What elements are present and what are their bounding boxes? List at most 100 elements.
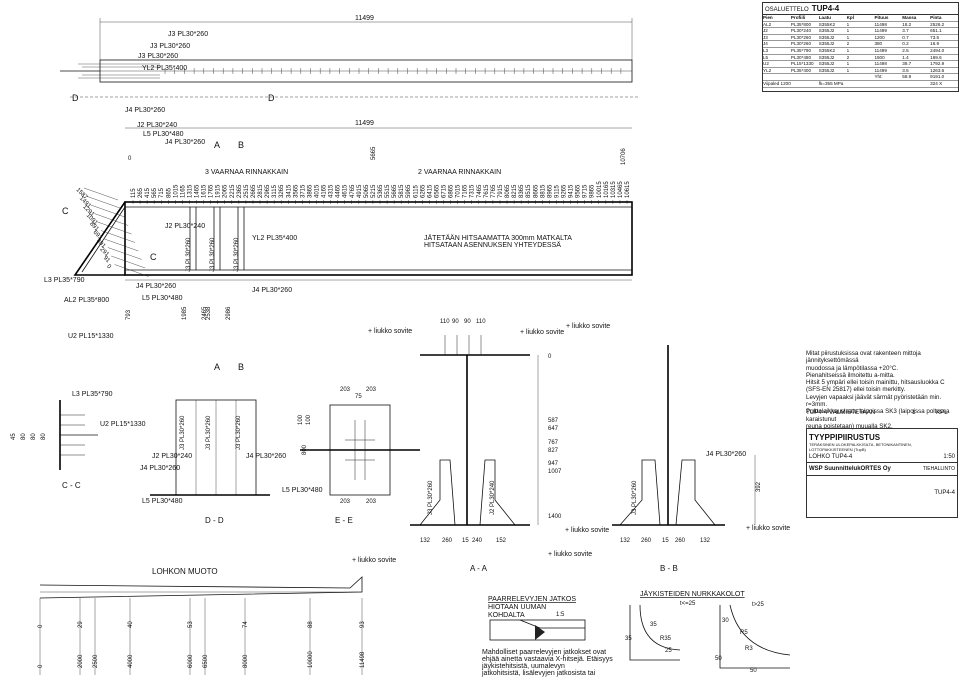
ee-100-b: 100 bbox=[306, 414, 312, 425]
table-cell bbox=[791, 74, 819, 80]
position-label: 7165 bbox=[463, 184, 469, 198]
label-j4-dd: J4 PL30*260 bbox=[140, 465, 180, 472]
section-a-a: 110 90 90 110 J3 PL30*260 J2 PL30*240 58… bbox=[352, 319, 592, 573]
parts-table-label: OSALUETTELO bbox=[765, 7, 809, 13]
position-label: 415 bbox=[145, 187, 151, 198]
overall-length-main: 11499 bbox=[355, 120, 374, 127]
position-label: 4315 bbox=[329, 184, 335, 198]
position-label: 6715 bbox=[442, 184, 448, 198]
ee-203-d: 203 bbox=[366, 499, 377, 505]
lohko-tick-label: 6500 bbox=[203, 654, 209, 668]
position-label: 2515 bbox=[244, 184, 250, 198]
label-j2-a: J2 PL30*240 bbox=[137, 122, 177, 129]
table-cell: PL30*240 bbox=[790, 28, 812, 34]
position-label: 4765 bbox=[350, 184, 356, 198]
table-cell: 9191.0 bbox=[930, 74, 945, 80]
label-l5-a: L5 PL30*480 bbox=[143, 131, 184, 138]
table-cell: 18.2 bbox=[902, 21, 912, 27]
note-main-2: HITSATAAN ASENNUKSEN YHTEYDESSÄ bbox=[424, 241, 561, 249]
d2-r3: R3 bbox=[745, 646, 753, 652]
label-j4-b: J4 PL30*260 bbox=[165, 139, 205, 146]
table-cell: YL2 bbox=[763, 67, 772, 73]
d2-50a: 50 bbox=[715, 656, 722, 662]
aa-b-152: 152 bbox=[496, 538, 507, 544]
note-line: (SFS-EN 25817) ellei toisin merkitty. bbox=[806, 386, 906, 394]
quantity-label: TUP4-4 VALMISTETAAN bbox=[806, 409, 876, 416]
table-cell: S355J2 bbox=[818, 34, 835, 40]
d2-r5: R5 bbox=[740, 630, 748, 636]
lohko-tick-label: 2000 bbox=[78, 654, 84, 668]
table-cell: 2526.2 bbox=[930, 21, 945, 27]
aa-r-1400: 1400 bbox=[548, 514, 562, 520]
table-cell: 1263.6 bbox=[930, 67, 945, 73]
d2-35a: 35 bbox=[650, 622, 657, 628]
quantity-unit: KPL bbox=[936, 409, 948, 416]
position-label: 6415 bbox=[427, 184, 433, 198]
aa-b-260: 260 bbox=[442, 538, 453, 544]
lohko-height-label: 29 bbox=[78, 621, 84, 628]
aa-r-647: 647 bbox=[548, 426, 559, 432]
position-label: 8515 bbox=[526, 184, 532, 198]
lohko-tick-label: 11498 bbox=[360, 651, 366, 668]
label-j3-top-3: J3 PL30*260 bbox=[138, 53, 178, 60]
position-label: 9715 bbox=[583, 184, 589, 198]
parts-table-title: TUP4-4 bbox=[811, 4, 840, 13]
ee-203-b: 203 bbox=[366, 387, 377, 393]
position-label: 265 bbox=[138, 187, 144, 198]
label-yl2-main: YL2 PL35*400 bbox=[252, 235, 297, 242]
title-project: TYYPPIPIIRUSTUS bbox=[809, 433, 881, 442]
position-label: 115 bbox=[131, 188, 137, 198]
table-cell bbox=[819, 74, 847, 80]
detail1-line-4: jatkohitsistä, lisälevyjen jatkosista ta… bbox=[481, 670, 596, 677]
left-dim-leader bbox=[83, 187, 119, 201]
position-label: 4615 bbox=[343, 184, 349, 198]
label-l5-b: L5 PL30*480 bbox=[142, 295, 183, 302]
detail1-line-3: jäykistehitsistä, uumalevyn bbox=[481, 663, 565, 670]
table-cell bbox=[874, 81, 902, 87]
label-j2-b: J2 PL30*240 bbox=[165, 223, 205, 230]
label-j3-dd-2: J3 PL30*260 bbox=[206, 415, 212, 450]
label-j4-bb: J4 PL30*260 bbox=[706, 451, 746, 458]
col-label-2: 2 VAARNAA RINNAKKAIN bbox=[418, 169, 501, 176]
table-cell: J4 bbox=[763, 41, 768, 47]
aa-b-15: 15 bbox=[462, 538, 469, 544]
bottom-dim-label: 2986 bbox=[226, 306, 232, 320]
label-u2-cc: U2 PL15*1330 bbox=[100, 421, 146, 428]
table-cell bbox=[763, 74, 791, 80]
note-line: Mitat piirustuksissa ovat rakenteen mitt… bbox=[806, 350, 921, 365]
table-cell: PL30*260 bbox=[790, 34, 812, 40]
left-dim-label: 91 bbox=[102, 255, 111, 264]
position-label: 3265 bbox=[279, 184, 285, 198]
position-label: 2815 bbox=[258, 184, 264, 198]
label-l5-ee: L5 PL30*480 bbox=[282, 487, 323, 494]
note-line: Hitsit 5 ympäri ellei toisin mainittu, h… bbox=[806, 379, 945, 387]
table-cell: 1 bbox=[846, 28, 850, 34]
table-cell: S355J2 bbox=[818, 67, 835, 73]
left-dim-leader bbox=[114, 264, 149, 277]
aa-r-767: 767 bbox=[548, 440, 559, 446]
position-label: 7615 bbox=[484, 184, 490, 198]
lohko-tick-label: 6000 bbox=[188, 654, 194, 668]
left-dim-label: 491 bbox=[95, 238, 107, 250]
cc-dim-80b: 80 bbox=[31, 433, 37, 440]
bb-b-260b: 260 bbox=[675, 538, 686, 544]
aa-b-240: 240 bbox=[472, 538, 483, 544]
label-al2: AL2 PL35*800 bbox=[64, 297, 109, 304]
left-dim-label: 691 bbox=[92, 230, 104, 242]
bb-b-132b: 132 bbox=[700, 538, 711, 544]
position-label: 4015 bbox=[314, 184, 320, 198]
section-c-left: C bbox=[62, 206, 69, 216]
label-j3-dd-1: J3 PL30*260 bbox=[180, 415, 186, 450]
detail1-line-1: Mahdolliset paarrelevyjen jatkokset ovat bbox=[482, 649, 606, 656]
table-cell: PL35*400 bbox=[790, 67, 812, 73]
left-dim-leader bbox=[104, 238, 139, 252]
table-cell: J2 bbox=[763, 28, 768, 34]
section-cc-title: C - C bbox=[62, 481, 81, 490]
lohko-height-label: 40 bbox=[128, 621, 134, 628]
label-j4-dd-2: J4 PL30*260 bbox=[246, 453, 286, 460]
d2-35b: 35 bbox=[625, 636, 632, 642]
label-j2-aa: J2 PL30*240 bbox=[490, 480, 496, 515]
